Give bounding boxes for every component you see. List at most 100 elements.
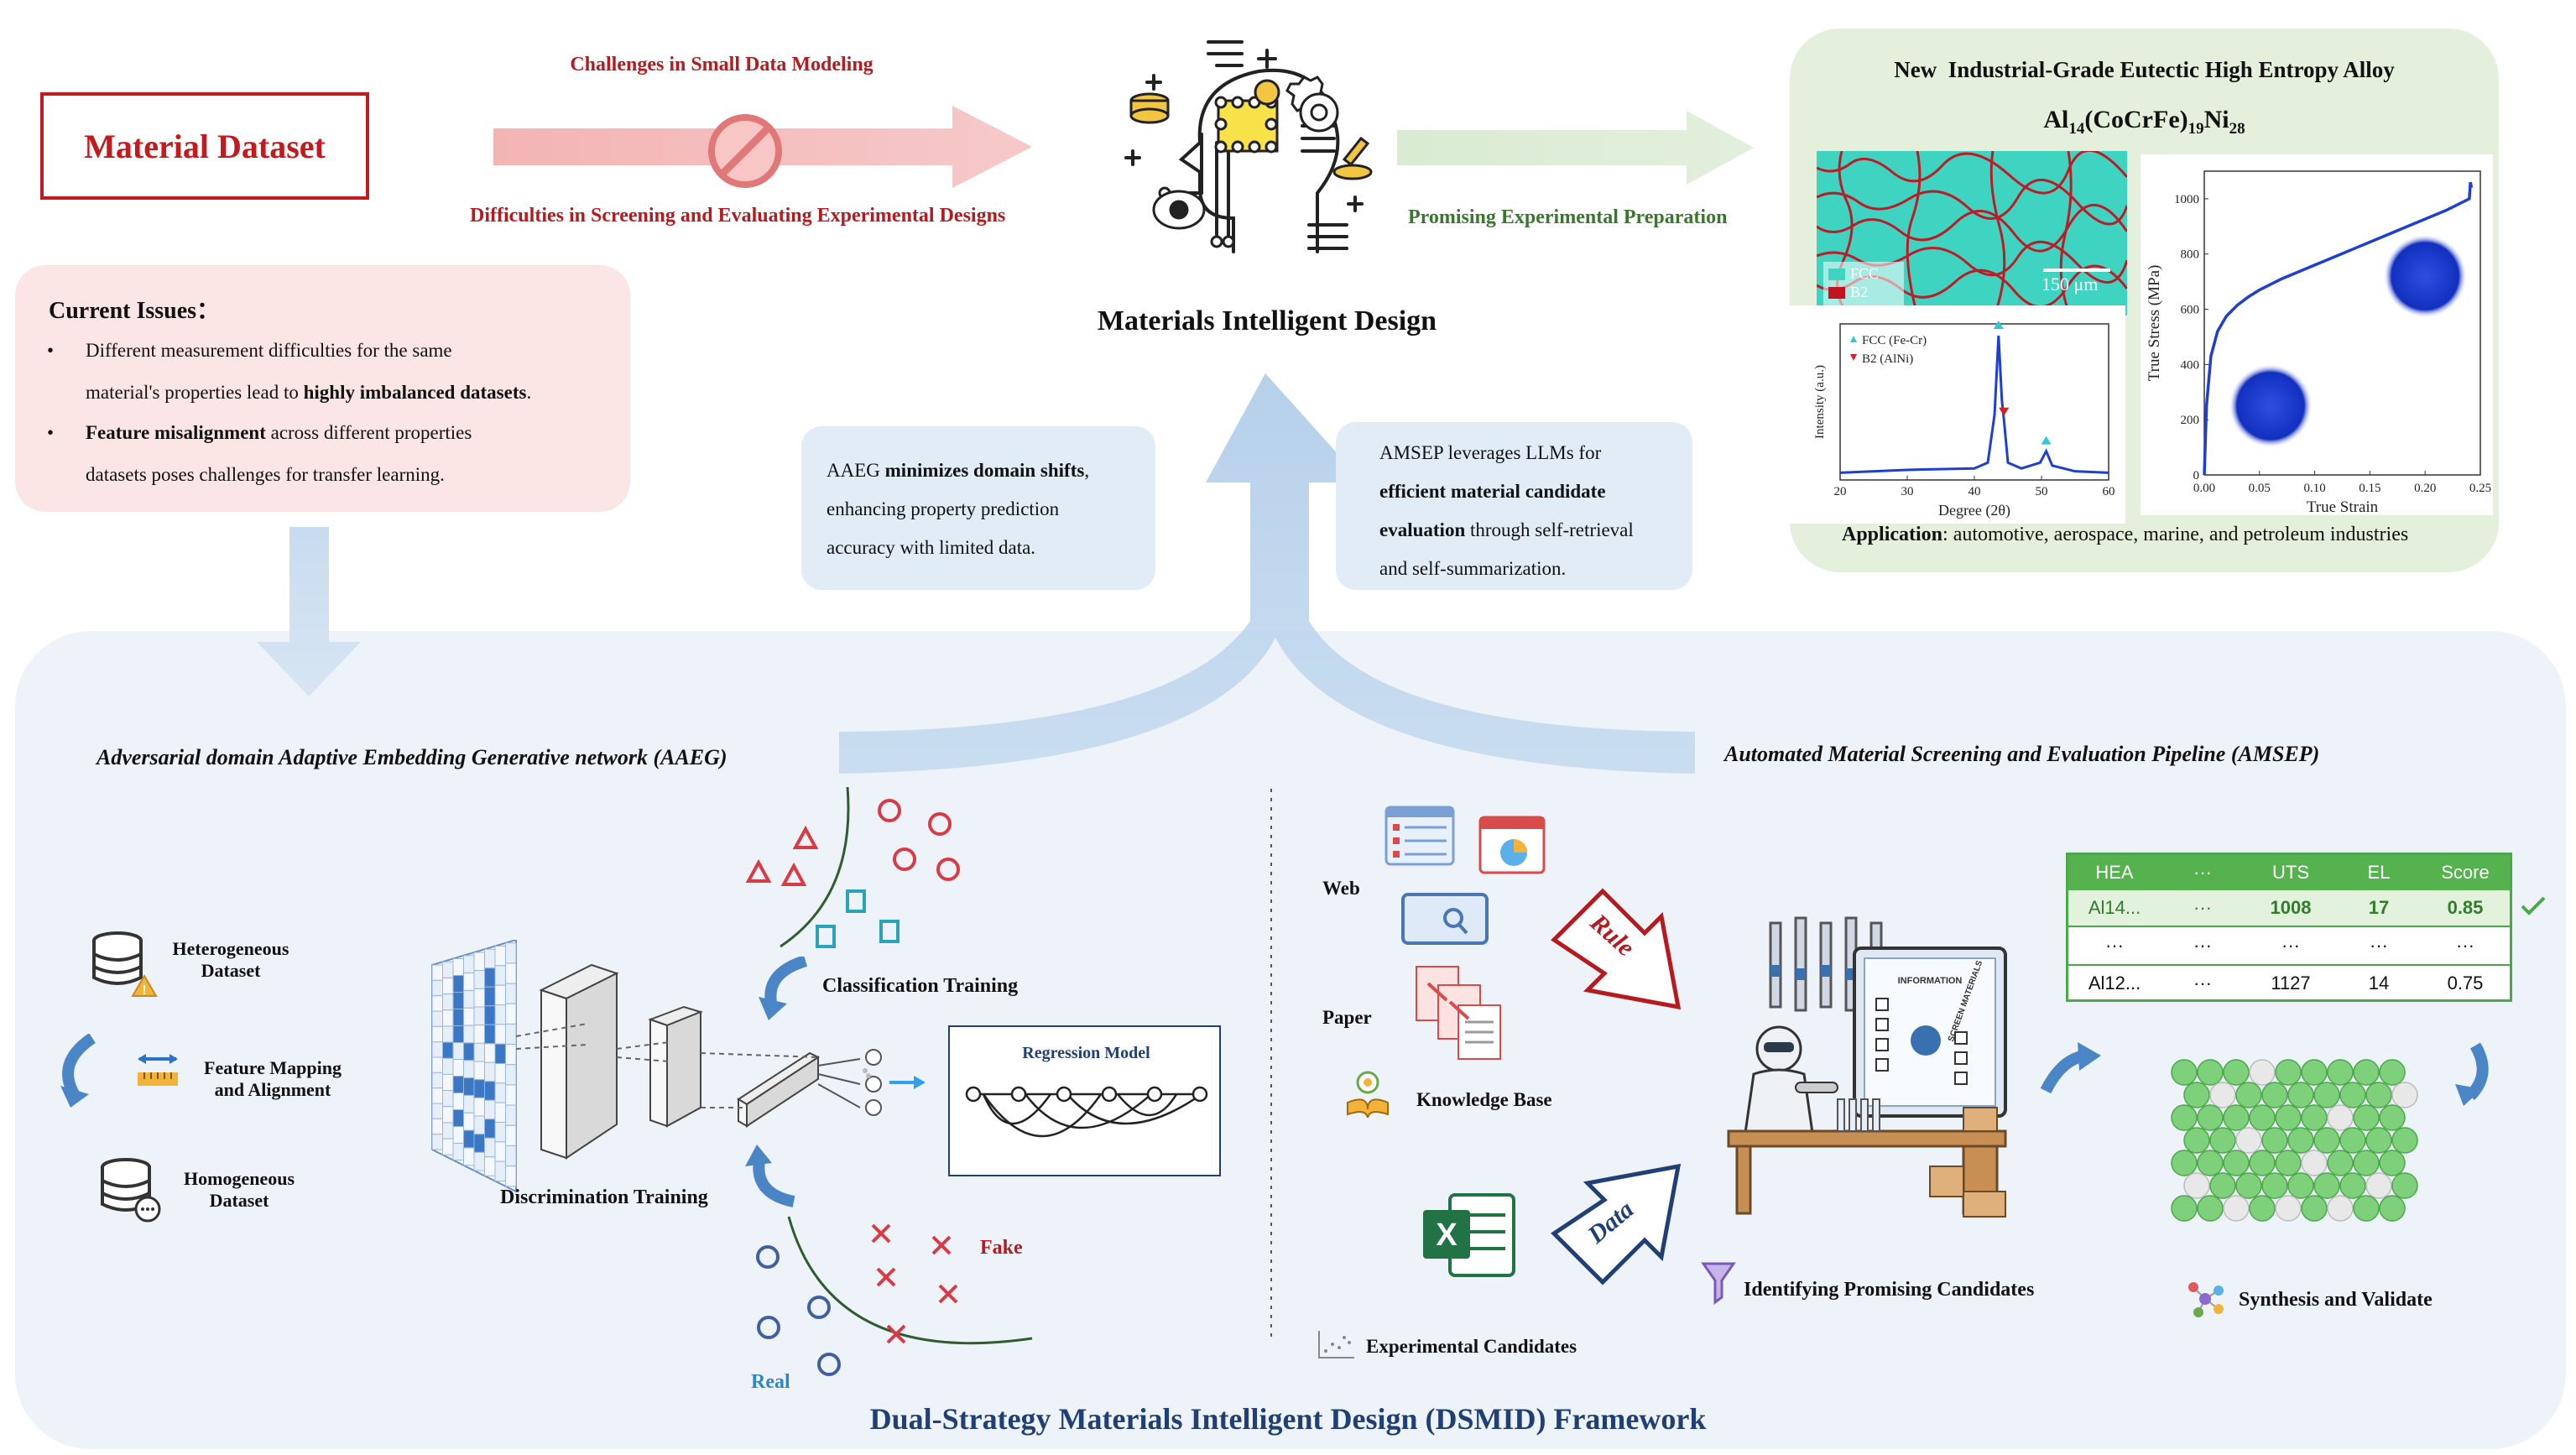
grid-cell	[442, 1090, 454, 1108]
ss-xtick-label: 0.15	[2359, 482, 2380, 495]
ss-ylabel: True Stress (MPa)	[2146, 265, 2163, 382]
lattice-atom	[2313, 1127, 2340, 1154]
lattice-atom	[2249, 1195, 2276, 1222]
table-cell: ···	[2105, 935, 2124, 956]
lattice-atom	[2339, 1082, 2366, 1108]
scatter-mini-icon	[1318, 1331, 1354, 1359]
lattice-atom	[2365, 1172, 2392, 1199]
material-dataset-box: Material Dataset	[40, 92, 369, 200]
lattice-atom	[2301, 1195, 2328, 1222]
lattice-atom	[2301, 1150, 2328, 1176]
xrd-legend-fcc-marker	[1850, 336, 1857, 342]
issue-bullet-2: •	[47, 422, 55, 443]
paper-icon	[1416, 966, 1501, 1060]
lattice-atom	[2275, 1195, 2302, 1222]
grid-cell	[473, 952, 485, 972]
lattice-atom	[2353, 1059, 2380, 1086]
svg-text:X: X	[1436, 1218, 1457, 1253]
grid-cell	[442, 1106, 454, 1124]
grid-cell	[463, 1042, 475, 1061]
table-cell: ···	[2281, 935, 2300, 956]
classification-scatter	[745, 787, 960, 948]
grain-image-large	[2383, 234, 2468, 319]
heterogeneous-label: Heterogeneous Dataset	[172, 938, 289, 981]
grid-cell	[494, 1102, 506, 1124]
grid-cell	[494, 1063, 506, 1084]
ss-ytick-label: 400	[2181, 358, 2200, 372]
current-issues-title: Current Issues：	[49, 298, 221, 324]
aaeg-note-bold: minimizes domain shifts	[884, 460, 1085, 481]
issue-2-bold: Feature misalignment	[86, 422, 266, 443]
paper-label: Paper	[1322, 1007, 1372, 1028]
data-arrow	[1551, 1163, 1682, 1286]
lattice-atom	[2379, 1150, 2406, 1176]
lattice-atom	[2365, 1082, 2392, 1108]
robot-workstation-illustration: INFORMATION SCREEN MATERIALS	[1727, 916, 2007, 1218]
lattice-atom	[2391, 1082, 2418, 1108]
homogeneous-label: Homogeneous Dataset	[184, 1168, 295, 1211]
formula-al: Al	[2043, 106, 2069, 133]
grid-cell	[484, 1043, 496, 1063]
table-cell: Al12...	[2088, 973, 2141, 993]
grid-cell	[452, 1059, 464, 1077]
lattice-atom	[2197, 1150, 2224, 1176]
microstructure-texture	[1817, 151, 2127, 316]
svg-text:!: !	[142, 983, 146, 998]
application-line: Application: automotive, aerospace, mari…	[1842, 524, 2408, 546]
lattice-atom	[2249, 1150, 2276, 1176]
grid-cell	[452, 992, 464, 1009]
grid-cell	[452, 1126, 464, 1144]
table-header-cell: Score	[2441, 862, 2490, 883]
funnel-icon	[1701, 1262, 1736, 1305]
alloy-formula: Al14(CoCrFe)19Ni28	[1790, 106, 2499, 138]
lattice-atom	[2183, 1172, 2210, 1199]
discrimination-arrow-icon	[745, 1145, 795, 1207]
application-label: Application	[1842, 524, 1943, 545]
web-browser-icon-1	[1384, 806, 1455, 866]
formula-cocrfe: (CoCrFe)	[2084, 106, 2188, 133]
identifying-label: Identifying Promising Candidates	[1744, 1279, 2035, 1301]
fcc-label: FCC	[1850, 265, 1880, 282]
lattice-atom	[2353, 1195, 2380, 1222]
feature-mapping-icon	[138, 1054, 178, 1086]
grid-cell	[494, 1043, 506, 1064]
grid-cell	[505, 1104, 517, 1126]
grid-cell	[505, 1124, 517, 1146]
lattice-atom	[2197, 1104, 2224, 1131]
xrd-xlabel: Degree (2θ)	[1938, 502, 2010, 519]
lattice-atom	[2391, 1127, 2418, 1154]
grid-cell	[431, 1010, 443, 1027]
grid-cell	[505, 1145, 517, 1167]
xrd-legend-fcc: FCC (Fe-Cr)	[1862, 334, 1927, 347]
ss-ytick-label: 600	[2181, 304, 2200, 317]
issue-2-line-b: datasets poses challenges for transfer l…	[86, 464, 445, 485]
b2-peak-marker	[1999, 407, 2010, 416]
formula-ni-sub: 28	[2229, 120, 2245, 138]
green-arrow	[1397, 111, 1754, 185]
grid-cell	[452, 1042, 464, 1060]
table-cell: ···	[2456, 935, 2474, 956]
prohibition-icon	[708, 114, 782, 188]
lattice-atom	[2197, 1195, 2224, 1222]
table-arrow-right-icon	[2455, 1042, 2489, 1106]
regression-graph	[965, 1086, 1208, 1138]
lattice-atom	[2365, 1127, 2392, 1154]
grid-cell	[431, 964, 443, 981]
check-icon	[2521, 896, 2546, 915]
lattice-atom	[2287, 1172, 2314, 1199]
alloy-heading: New Industrial-Grade Eutectic High Entro…	[1894, 57, 2395, 82]
grid-cell	[463, 1129, 475, 1149]
lattice-atom	[2313, 1172, 2340, 1199]
issue-1-line-b: material's properties lead to highly imb…	[86, 372, 531, 414]
xrd-tick-label: 40	[1969, 485, 1981, 498]
lattice-atom	[2391, 1172, 2418, 1199]
grid-cell	[505, 962, 517, 984]
formula-al-sub: 14	[2068, 120, 2085, 138]
heterogeneous-db-icon: !	[92, 931, 158, 998]
aaeg-note-box: AAEG minimizes domain shifts, enhancing …	[801, 426, 1155, 590]
table-cell: 14	[2368, 973, 2390, 993]
table-header-cell: HEA	[2095, 862, 2134, 883]
issue-2-text: across different properties	[265, 422, 472, 443]
